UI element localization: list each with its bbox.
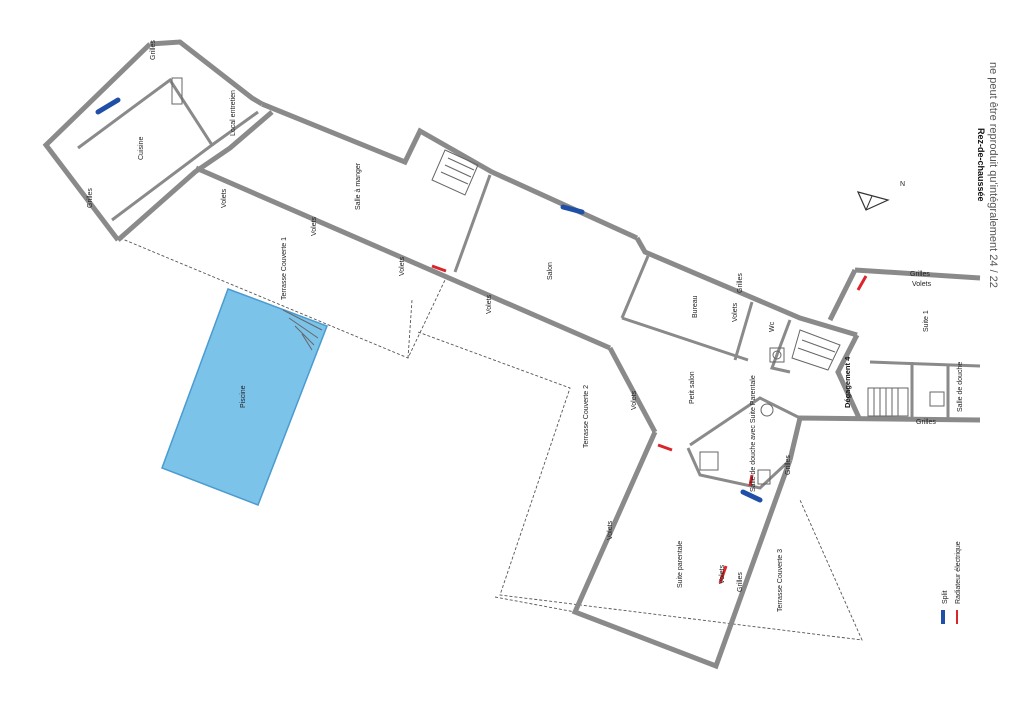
heating-markers — [95, 97, 868, 584]
label-grilles: Grilles — [916, 419, 936, 426]
radiator-marker — [748, 474, 754, 487]
north-arrow-icon: N — [856, 181, 905, 211]
label-grilles: Grilles — [150, 40, 157, 60]
room-salle-a-manger: Salle à manger — [355, 162, 362, 210]
room-suite-parentale: Suite parentale — [677, 541, 684, 588]
exterior-walls — [42, 39, 981, 670]
label-volets: Volets — [719, 564, 726, 584]
label-volets: Volets — [399, 256, 406, 276]
radiator-marker — [856, 275, 868, 291]
label-volets: Volets — [631, 390, 638, 410]
room-terrasse1: Terrasse Couverte 1 — [281, 237, 288, 300]
interior-walls — [77, 77, 981, 490]
room-salon: Salon — [547, 262, 554, 280]
room-terrasse3: Terrasse Couverte 3 — [777, 549, 784, 612]
room-bureau: Bureau — [692, 295, 699, 318]
radiator-marker — [657, 443, 673, 452]
label-grilles: Grilles — [737, 572, 744, 592]
stairs-1 — [431, 149, 479, 196]
label-volets: Volets — [912, 281, 932, 288]
pool — [161, 288, 328, 506]
room-piscine: Piscine — [240, 385, 247, 408]
legend: Split Radiateur électrique — [941, 541, 962, 624]
label-volets: Volets — [221, 188, 228, 208]
label-volets: Volets — [486, 294, 493, 314]
label-grilles: Grilles — [87, 188, 94, 208]
label-volets: Volets — [732, 302, 739, 322]
split-marker — [560, 204, 585, 215]
room-degagement4: Dégagement 4 — [843, 356, 852, 408]
label-volets: Volets — [311, 216, 318, 236]
room-salle-douche-1: Salle de douche — [957, 362, 964, 412]
radiator-marker — [431, 264, 447, 273]
plan-title: Rez-de-chaussée — [976, 128, 986, 202]
room-local-entretien: Local entretien — [230, 90, 237, 136]
room-salle-douche-parentale: Salle de douche avec Suite Parentale — [750, 375, 757, 492]
split-marker — [740, 489, 763, 503]
label-grilles: Grilles — [910, 271, 930, 278]
terrace-outlines — [119, 237, 863, 641]
legend-radiator-label: Radiateur électrique — [955, 541, 962, 604]
room-terrasse2: Terrasse Couverte 2 — [583, 385, 590, 448]
radiator-marker — [718, 565, 728, 584]
pool-basin — [161, 288, 328, 506]
stairs-3 — [867, 387, 909, 417]
room-cuisine: Cuisine — [138, 137, 145, 160]
label-grilles: Grilles — [737, 273, 744, 293]
plan-subtitle: ne peut être reproduit qu'intégralement … — [987, 62, 999, 288]
split-marker — [95, 97, 121, 115]
label-volets: Volets — [607, 520, 614, 540]
fixtures — [171, 77, 945, 485]
legend-split-label: Split — [942, 590, 949, 604]
stairs-2 — [791, 329, 841, 371]
north-label: N — [900, 181, 905, 188]
room-suite1: Suite 1 — [923, 310, 930, 332]
room-petit-salon: Petit salon — [689, 371, 696, 404]
room-wc: Wc — [769, 321, 776, 332]
label-grilles: Grilles — [785, 455, 792, 475]
